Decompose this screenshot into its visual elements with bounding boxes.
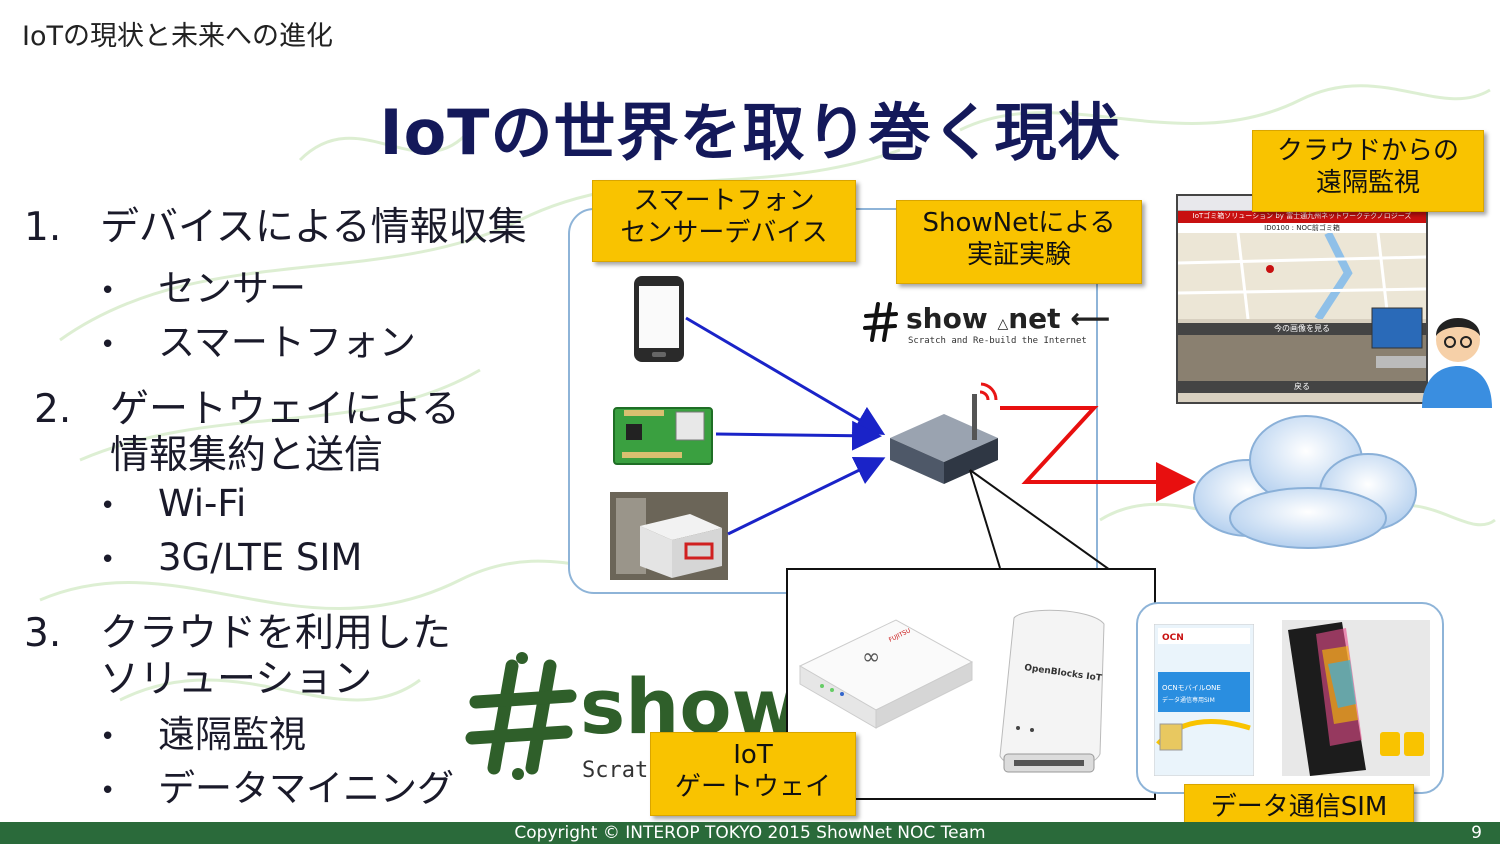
sensor-board-icon	[613, 407, 713, 465]
hash-logo-icon	[465, 652, 577, 780]
callout-devices: スマートフォンセンサーデバイス	[592, 180, 856, 262]
hash-logo-small-icon	[863, 302, 898, 342]
list-subitem: •Wi-Fi	[100, 482, 247, 525]
slide-title: IoTの世界を取り巻く現状	[379, 96, 1121, 169]
router-icon	[890, 382, 998, 484]
list-item: 2.ゲートウェイによる	[34, 387, 460, 432]
list-item: 1.デバイスによる情報収集	[24, 205, 527, 250]
shownet-logo-small: show △net ⟵ Scratch and Re-build the Int…	[862, 300, 1110, 348]
infinity-icon: ∞	[862, 645, 880, 670]
sim-card-package-photo: OCN OCNモバイルONE データ通信専用SIM	[1154, 624, 1254, 776]
smartphone-icon	[634, 276, 684, 362]
callout-shownet: ShowNetによる実証実験	[896, 200, 1142, 284]
openblocks-device-photo: OpenBlocks IoT	[999, 609, 1105, 773]
list-subitem: •データマイニング	[100, 767, 454, 810]
list-subitem: •遠隔監視	[100, 713, 306, 756]
shownet-small-tagline: Scratch and Re-build the Internet	[908, 336, 1087, 346]
cloud-icon	[1193, 415, 1417, 549]
sensor-device-photo	[610, 492, 728, 580]
sim-card-title: OCNモバイルONE	[1162, 684, 1221, 692]
monitoring-screen: IoTゴミ箱ソリューション by 富士通九州ネットワークテクノロジーズ ID01…	[1176, 194, 1428, 404]
sim-card-black-package-photo	[1282, 620, 1430, 776]
gateway-device-photo: FUJITSU ∞	[798, 619, 974, 729]
footer-copyright: Copyright © INTEROP TOKYO 2015 ShowNet N…	[514, 823, 986, 843]
list-subitem: •センサー	[100, 267, 306, 310]
sim-card-sub: データ通信専用SIM	[1162, 696, 1215, 704]
list-item-continued: 情報集約と送信	[110, 433, 384, 478]
map-view	[1178, 231, 1426, 322]
page-number: 9	[1471, 823, 1482, 843]
list-subitem: •3G/LTE SIM	[100, 536, 363, 579]
breadcrumb: IoTの現状と未来への進化	[22, 21, 333, 52]
operator-person-icon	[1371, 307, 1492, 408]
screen-sub: ID0100 : NOC前ゴミ箱	[1178, 223, 1426, 233]
callout-cloud: クラウドからの遠隔監視	[1252, 130, 1484, 212]
list-item: 3.クラウドを利用した	[24, 611, 452, 656]
screen-header: IoTゴミ箱ソリューション by 富士通九州ネットワークテクノロジーズ	[1178, 211, 1426, 223]
list-subitem: •スマートフォン	[100, 321, 416, 364]
shownet-tagline: Scrat	[582, 758, 649, 783]
screen-image-label: 今の画像を見る	[1178, 323, 1426, 335]
footer-bar: Copyright © INTEROP TOKYO 2015 ShowNet N…	[0, 822, 1500, 844]
screen-back-label: 戻る	[1178, 381, 1426, 393]
shownet-small-brand: show △net ⟵	[906, 302, 1111, 335]
list-item-continued: ソリューション	[100, 657, 373, 702]
ocn-logo-icon: OCN	[1162, 633, 1184, 643]
